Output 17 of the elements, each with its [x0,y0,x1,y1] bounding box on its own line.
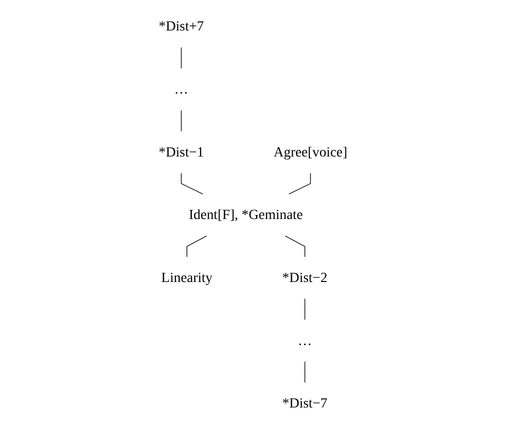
connector [304,298,306,320]
connector [284,236,306,258]
node-text: … [174,82,188,98]
node-text: *Dist−1 [158,144,204,160]
connector [186,236,207,258]
connector [180,47,182,69]
node-text: *Dist−7 [282,396,328,412]
connector [304,361,306,383]
node-text: *Dist−2 [282,270,328,286]
node-text: … [298,332,312,348]
connector [180,110,182,132]
node-text: Linearity [161,270,212,286]
connector [288,172,311,194]
node-text: *Dist+7 [158,18,204,34]
node-text: Agree[voice] [274,144,348,160]
connector [180,172,204,194]
node-text: Ident[F], *Geminate [188,207,303,223]
